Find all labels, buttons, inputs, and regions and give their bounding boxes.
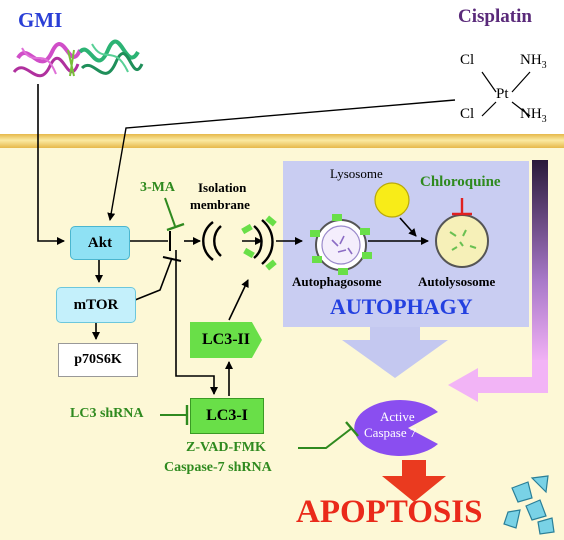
membrane-label: membrane (190, 197, 250, 212)
lc3-ii-node: LC3-II (190, 322, 262, 358)
lysosome-label: Lysosome (330, 166, 383, 181)
autophagosome-label: Autophagosome (292, 274, 382, 289)
akt-node: Akt (70, 226, 130, 260)
active-caspase-7-shape (354, 399, 438, 457)
lysosome-shape (374, 182, 410, 218)
caspase-7-shrna-label: Caspase-7 shRNA (164, 460, 272, 475)
mtor-node: mTOR (56, 287, 136, 323)
autolysosome-shape (435, 214, 489, 268)
isolation-label: Isolation (198, 180, 247, 195)
cisplatin-label: Cisplatin (458, 6, 532, 27)
autolysosome-label: Autolysosome (418, 274, 496, 289)
lc3-i-node: LC3-I (190, 398, 264, 434)
nh3-bottom-label: NH3 (520, 106, 547, 125)
cl-bottom-label: Cl (460, 106, 475, 122)
apoptotic-fragments (503, 475, 555, 535)
gmi-protein-structure (12, 39, 144, 78)
cl-top-label: Cl (460, 52, 475, 68)
caspase-7-label: Caspase 7 (364, 425, 417, 440)
z-vad-fmk-label: Z-VAD-FMK (186, 440, 266, 455)
lc3-markers (241, 215, 277, 271)
cisplatin-bonds (481, 71, 531, 117)
cell-membrane (0, 134, 564, 148)
apoptosis-arrow (382, 460, 446, 502)
gmi-label: GMI (18, 8, 63, 32)
nh3-top-label: NH3 (520, 52, 547, 71)
isolation-membrane-shape (202, 219, 274, 265)
pt-label: Pt (496, 86, 509, 102)
3-ma-label: 3-MA (140, 180, 175, 195)
p70s6k-node: p70S6K (58, 343, 138, 377)
autophagy-label: AUTOPHAGY (330, 294, 473, 319)
active-label: Active (380, 409, 415, 424)
lc3-shrna-label: LC3 shRNA (70, 406, 144, 421)
apoptosis-label: APOPTOSIS (296, 494, 483, 530)
autophagosome-shape (310, 214, 372, 275)
chloroquine-label: Chloroquine (420, 174, 501, 190)
autophagy-to-apoptosis-arrow (342, 327, 448, 378)
